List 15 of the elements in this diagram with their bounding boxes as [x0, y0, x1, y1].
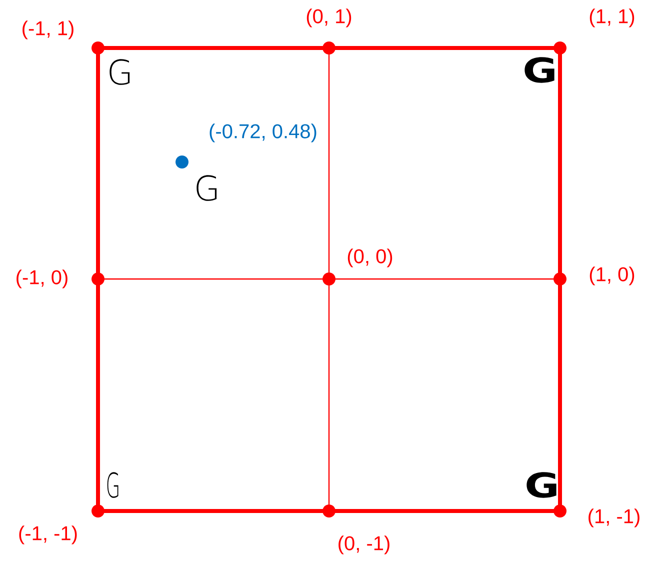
coordinate-label: (-1, 1) [22, 20, 74, 40]
coordinate-label: (-1, 0) [16, 270, 68, 288]
coordinate-label: (-1, -1) [19, 526, 77, 544]
glyph-sample: G [196, 175, 217, 201]
coordinate-label: (1, 1) [590, 8, 634, 28]
coordinate-label: (1, -1) [588, 508, 640, 528]
glyph-sample: G [524, 57, 554, 83]
glyph-sample: G [107, 472, 118, 498]
glyph-sample: G [110, 59, 130, 85]
coordinate-label: (0, -1) [338, 536, 390, 554]
coordinate-label: (-0.72, 0.48) [210, 124, 316, 142]
coordinate-label: (0, 1) [306, 8, 352, 28]
coordinate-label: (1, 0) [590, 266, 634, 286]
coordinate-label: (0, 0) [348, 248, 392, 268]
glyph-sample: G [526, 472, 556, 498]
